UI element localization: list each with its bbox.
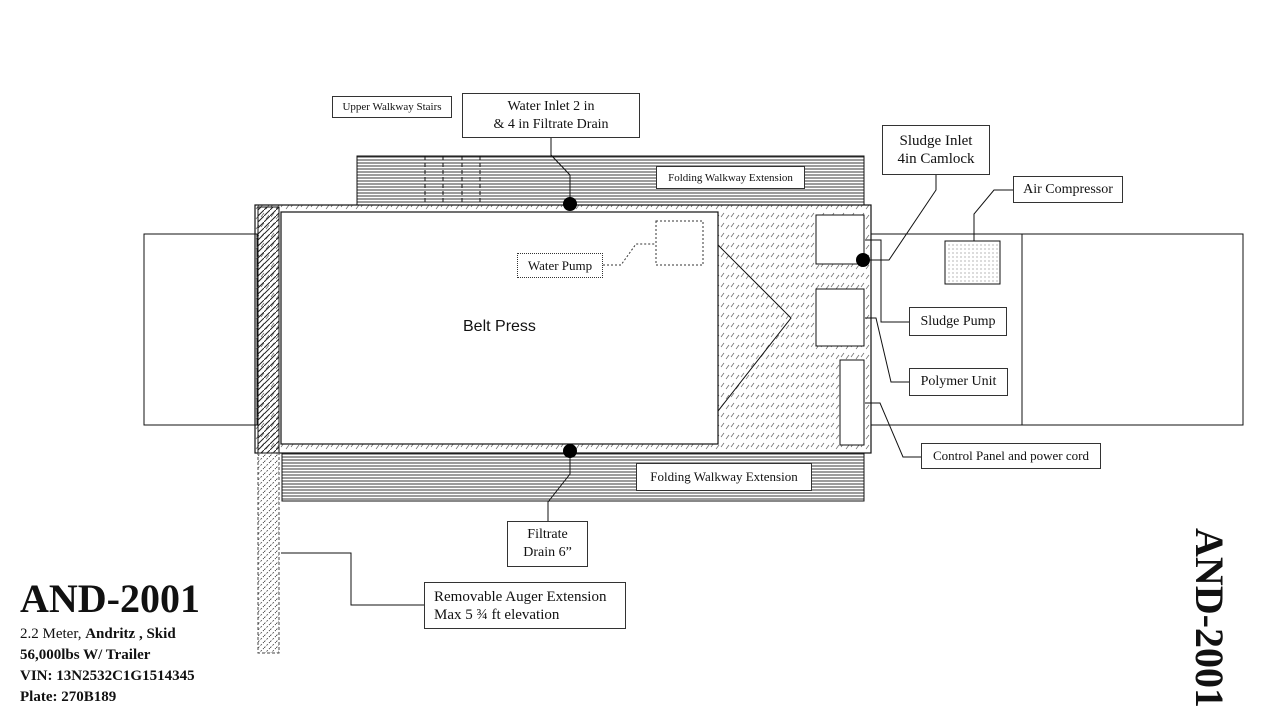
water-inlet-label: Water Inlet 2 in & 4 in Filtrate Drain [462,93,640,138]
control-panel-leader [865,402,921,458]
control-panel-label: Control Panel and power cord [921,443,1101,469]
spec-line: 2.2 Meter, Andritz , Skid [20,624,200,645]
sludge-pump-box [815,214,865,265]
filtrate-drain-leader [547,451,571,521]
filtrate-drain-label-line2: Drain 6” [523,545,572,560]
sludge-pump-leader [865,239,909,323]
belt-press-label: Belt Press [463,318,536,335]
auger-hatched-bar [257,206,280,454]
water-pump-box [655,220,704,266]
belt-press-hopper [717,243,792,413]
folding-walkway-bottom-label: Folding Walkway Extension [636,463,812,491]
model-title: AND-2001 [20,576,200,621]
auger-label-line1: Removable Auger Extension [434,588,607,605]
make-text: Andritz , Skid [85,626,176,642]
trailer-left-end [143,233,258,426]
title-block: AND-2001 2.2 Meter, Andritz , Skid 56,00… [20,578,200,708]
auger-leader [281,552,424,606]
upper-walkway-stairs-label: Upper Walkway Stairs [332,96,452,118]
upper-walkway-stairs [424,156,481,205]
polymer-unit-label: Polymer Unit [909,368,1008,396]
control-panel-box [839,359,865,446]
water-pump-leader [603,243,656,266]
auger-label-line2: Max 5 ¾ ft elevation [434,606,560,623]
weight-text: 56,000lbs W/ Trailer [20,647,151,663]
sludge-inlet-connection [856,253,870,267]
air-compressor-label: Air Compressor [1013,176,1123,203]
water-inlet-label-line2: & 4 in Filtrate Drain [493,116,609,132]
sludge-inlet-label-line2: 4in Camlock [897,151,975,167]
belt-press [280,211,719,445]
air-compressor-box [944,240,1001,285]
filtrate-drain-connection [563,444,577,458]
sludge-pump-label: Sludge Pump [909,307,1007,336]
water-inlet-label-line1: Water Inlet 2 in [507,98,595,114]
water-inlet-connection [563,197,577,211]
water-inlet-leader [550,138,571,204]
filtrate-drain-label: Filtrate Drain 6” [507,521,588,567]
trailer-right-end [1021,233,1244,426]
folding-walkway-top-label: Folding Walkway Extension [656,166,805,189]
vin-text: VIN: 13N2532C1G1514345 [20,668,195,684]
polymer-unit-leader [865,317,909,383]
water-pump-label: Water Pump [517,253,603,278]
side-model-title: AND-2001 [1187,528,1232,708]
polymer-unit-box [815,288,865,347]
sludge-inlet-leader [863,175,937,261]
sludge-inlet-label: Sludge Inlet 4in Camlock [882,125,990,175]
auger-label: Removable Auger Extension Max 5 ¾ ft ele… [424,582,626,629]
removable-auger-extension [257,452,280,654]
filtrate-drain-label-line1: Filtrate [527,527,568,542]
size-text: 2.2 Meter, [20,626,82,642]
plate-text: Plate: 270B189 [20,689,117,705]
sludge-inlet-label-line1: Sludge Inlet [899,133,973,149]
air-compressor-leader [973,189,1013,241]
